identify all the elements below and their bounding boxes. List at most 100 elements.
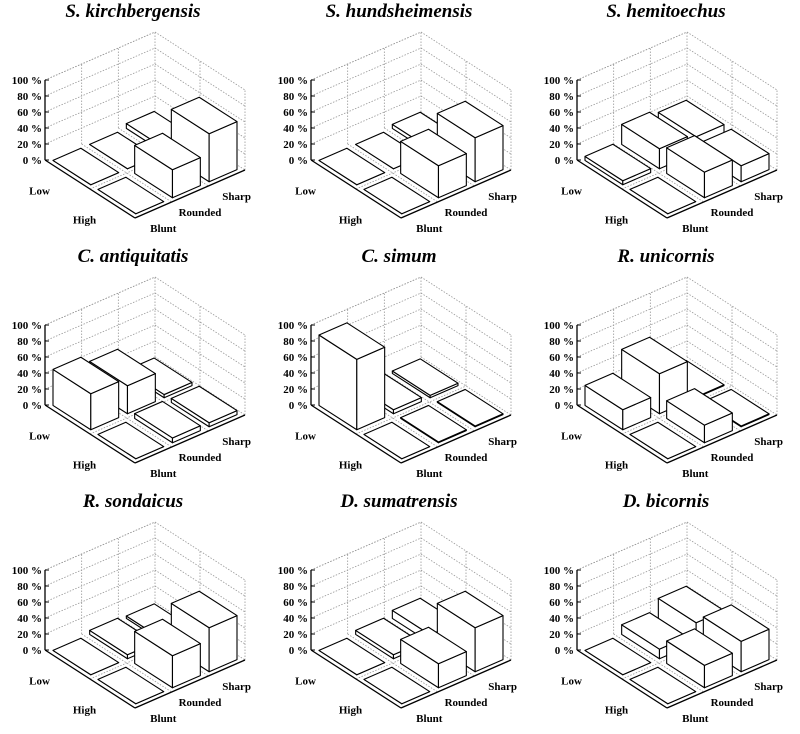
z-tick-label: 20 % <box>549 629 574 641</box>
row-label: High <box>73 460 96 472</box>
bar-top-face <box>318 147 386 186</box>
z-tick-label: 20 % <box>283 629 308 641</box>
gridline <box>310 47 422 97</box>
gridline <box>44 521 156 571</box>
bar-top-face <box>657 99 725 138</box>
z-tick-label: 40 % <box>17 613 42 625</box>
bar-top-face <box>400 404 467 443</box>
z-tick-label: 40 % <box>17 123 42 135</box>
z-tick-label: 40 % <box>549 368 574 380</box>
row-label: Low <box>295 186 316 198</box>
z-tick-label: 0 % <box>23 400 42 412</box>
z-tick-label: 0 % <box>555 400 574 412</box>
z-tick-label: 100 % <box>12 75 42 87</box>
z-tick-label: 20 % <box>17 139 42 151</box>
bar-low-blunt <box>584 143 652 186</box>
bar-high-blunt <box>97 421 165 460</box>
gridline <box>310 585 422 635</box>
row-label: Low <box>561 186 582 198</box>
bar-top-face <box>97 176 165 215</box>
gridline <box>44 324 156 374</box>
gridline <box>44 95 156 145</box>
z-tick-label: 80 % <box>17 581 42 593</box>
bar-low-blunt <box>318 637 386 676</box>
bar-high-blunt <box>363 666 431 705</box>
bar-high-rounded <box>666 135 733 199</box>
bar-top-face <box>170 96 238 135</box>
bar-top-face <box>436 100 504 139</box>
gridline <box>310 31 422 81</box>
z-tick-label: 60 % <box>549 352 574 364</box>
row-label: Low <box>561 431 582 443</box>
gridline <box>44 537 156 587</box>
bar-low-blunt <box>318 147 386 186</box>
column-label: Rounded <box>179 697 222 709</box>
bar-top-face <box>436 388 504 427</box>
gridline <box>44 553 156 603</box>
bar-high-rounded <box>134 400 201 444</box>
column-axis <box>400 169 512 219</box>
chart-title: R. unicornis <box>617 246 715 267</box>
column-axis <box>666 659 778 709</box>
z-tick-label: 20 % <box>283 139 308 151</box>
z-tick-label: 60 % <box>549 107 574 119</box>
column-axis <box>134 659 246 709</box>
column-label: Rounded <box>179 207 222 219</box>
row-axis <box>44 649 136 709</box>
z-tick-label: 60 % <box>283 107 308 119</box>
z-tick-label: 0 % <box>555 645 574 657</box>
row-axis <box>576 649 668 709</box>
bar-top-face <box>666 628 733 666</box>
gridline <box>44 31 156 81</box>
row-label: Low <box>295 431 316 443</box>
bar-top-face <box>170 385 238 424</box>
gridline <box>44 308 156 358</box>
z-tick-label: 100 % <box>12 565 42 577</box>
column-label: Blunt <box>682 223 709 235</box>
bar-front-face <box>356 346 386 431</box>
row-axis <box>576 404 668 464</box>
bar-low-blunt <box>584 637 652 676</box>
z-tick-label: 0 % <box>289 155 308 167</box>
bar-top-face <box>363 421 431 460</box>
bar-high-blunt <box>629 176 697 215</box>
bar-top-face <box>318 637 386 676</box>
gridline <box>576 569 688 619</box>
bar-top-face <box>666 135 733 173</box>
bar-high-blunt <box>629 421 697 460</box>
row-label: High <box>339 215 362 227</box>
column-label: Blunt <box>682 468 709 480</box>
gridline <box>576 63 688 113</box>
gridline <box>44 47 156 97</box>
row-label: Low <box>29 431 50 443</box>
column-label: Sharp <box>754 436 783 448</box>
column-label: Sharp <box>754 191 783 203</box>
bar-top-face <box>134 132 201 171</box>
bar-high-rounded <box>666 388 733 444</box>
bar-high-blunt <box>363 421 431 460</box>
z-tick-label: 80 % <box>17 336 42 348</box>
bar-top-face <box>97 666 165 705</box>
bar-top-face <box>629 666 697 705</box>
bar-top-face <box>363 666 431 705</box>
column-label: Blunt <box>150 713 177 725</box>
bar-top-face <box>318 322 386 360</box>
gridline <box>44 585 156 635</box>
z-tick-label: 40 % <box>17 368 42 380</box>
row-label: Low <box>29 676 50 688</box>
bar-high-rounded <box>134 618 201 689</box>
column-label: Sharp <box>222 436 251 448</box>
gridline <box>576 276 688 326</box>
bar-top-face <box>52 147 120 186</box>
column-label: Rounded <box>711 452 754 464</box>
column-label: Blunt <box>416 713 443 725</box>
column-axis <box>400 659 512 709</box>
chart-svg: 0 %20 %40 %60 %80 %100 %LowHighBluntRoun… <box>544 31 783 235</box>
bar-low-sharp <box>391 358 459 399</box>
z-tick-label: 20 % <box>17 384 42 396</box>
